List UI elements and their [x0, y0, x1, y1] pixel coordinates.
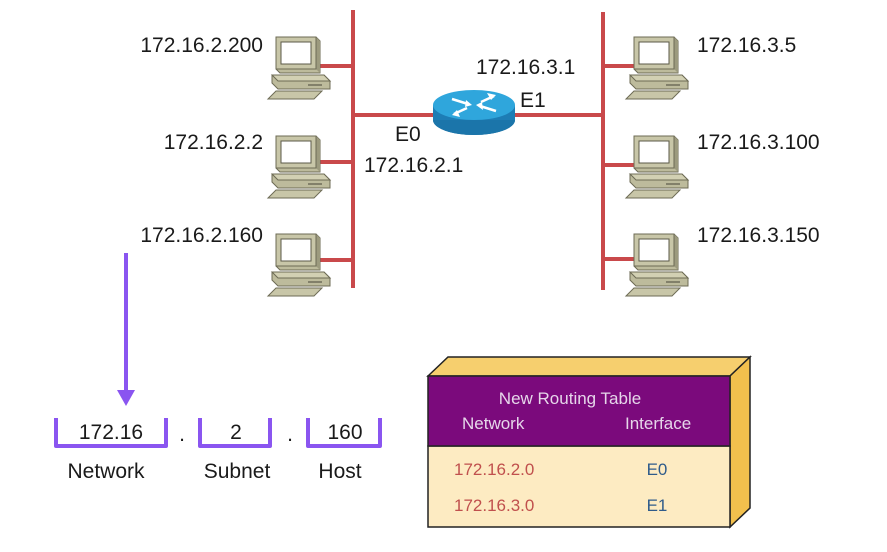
host-bracket — [306, 418, 382, 448]
separator-dot: . — [179, 423, 185, 446]
table-row: 172.16.2.0 E0 — [454, 460, 667, 479]
row-interface: E0 — [647, 460, 668, 479]
router-e0-label: E0 — [395, 123, 421, 146]
address-breakdown: 172.16 2 160 . . Network Subnet Host — [54, 418, 382, 483]
routing-table: New Routing Table Network Interface 172.… — [426, 355, 752, 529]
breakdown-arrow — [117, 253, 135, 406]
column-header-interface: Interface — [625, 414, 691, 433]
right-ethernet-segment — [515, 12, 640, 290]
left-ethernet-segment — [320, 10, 440, 288]
computer-icon[interactable] — [267, 233, 331, 297]
computer-icon[interactable] — [267, 135, 331, 199]
subnet-part-label: Subnet — [204, 460, 271, 483]
table-side-face — [729, 355, 751, 529]
row-network: 172.16.2.0 — [454, 460, 534, 479]
host-ip-label: 172.16.2.2 — [164, 131, 263, 154]
row-network: 172.16.3.0 — [454, 496, 534, 515]
router-e1-ip: 172.16.3.1 — [476, 56, 575, 79]
router-e0-ip: 172.16.2.1 — [364, 154, 463, 177]
host-part-value: 160 — [327, 421, 362, 444]
router-icon[interactable] — [433, 90, 515, 135]
computer-icon[interactable] — [625, 233, 689, 297]
table-row: 172.16.3.0 E1 — [454, 496, 667, 515]
subnet-part-value: 2 — [230, 421, 242, 444]
network-part-value: 172.16 — [79, 421, 143, 444]
network-bracket — [54, 418, 168, 448]
host-ip-label: 172.16.2.160 — [140, 224, 263, 247]
host-ip-label: 172.16.3.5 — [697, 34, 796, 57]
router-e1-label: E1 — [520, 89, 546, 112]
separator-dot: . — [287, 423, 293, 446]
subnet-bracket — [198, 418, 272, 448]
row-interface: E1 — [647, 496, 668, 515]
host-ip-label: 172.16.3.150 — [697, 224, 820, 247]
computer-icon[interactable] — [625, 135, 689, 199]
host-ip-label: 172.16.3.100 — [697, 131, 820, 154]
computer-icon[interactable] — [625, 36, 689, 100]
host-part-label: Host — [318, 460, 361, 483]
host-ip-label: 172.16.2.200 — [140, 34, 263, 57]
table-body — [427, 445, 731, 528]
table-top-face — [426, 356, 752, 377]
table-header — [427, 375, 731, 447]
column-header-network: Network — [462, 414, 525, 433]
table-title: New Routing Table — [499, 389, 641, 408]
network-part-label: Network — [67, 460, 145, 483]
